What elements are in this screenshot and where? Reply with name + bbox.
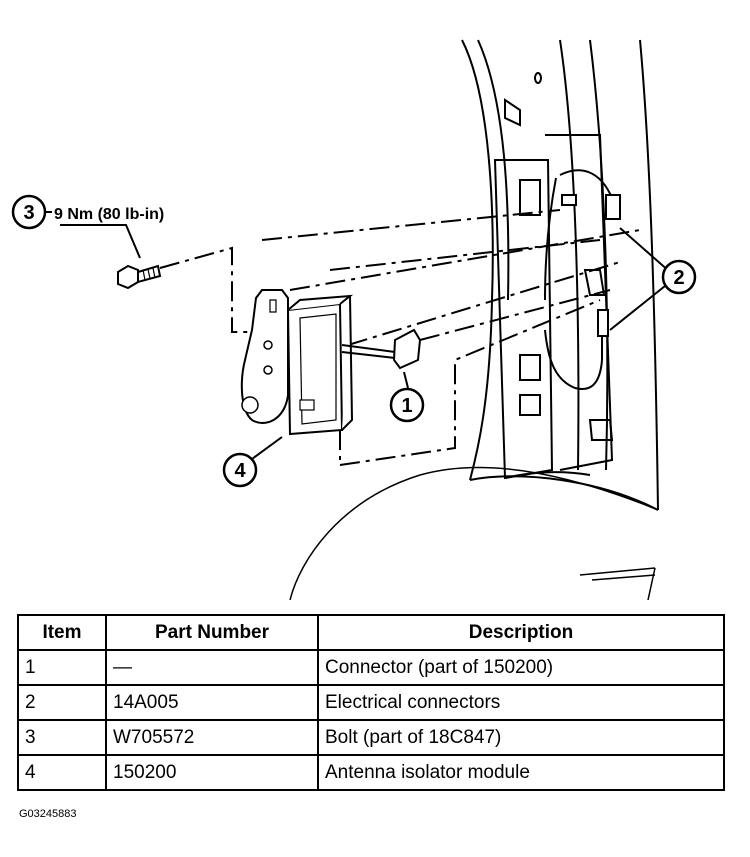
- cell-description: Connector (part of 150200): [317, 649, 725, 686]
- cell-description: Bolt (part of 18C847): [317, 719, 725, 756]
- cell-item: 4: [17, 754, 107, 791]
- cell-part-number: W705572: [105, 719, 319, 756]
- antenna-isolator-module: [240, 289, 354, 436]
- torque-spec: 9 Nm (80 lb-in): [54, 206, 164, 223]
- bolt: [117, 264, 162, 290]
- exploded-view-diagram: 3 9 Nm (80 lb-in) 2 1 4: [11, 39, 697, 601]
- cell-item: 2: [17, 684, 107, 721]
- cell-description: Electrical connectors: [317, 684, 725, 721]
- cell-item: 1: [17, 649, 107, 686]
- callout-1: 1: [389, 387, 425, 423]
- parts-table: Item Part Number Description 1 — Connect…: [17, 614, 725, 791]
- trim-panel-outline: [289, 466, 659, 601]
- leader-lines: [60, 224, 671, 460]
- header-part-number: Part Number: [105, 614, 319, 651]
- table-row: 1 — Connector (part of 150200): [17, 649, 725, 686]
- callout-4: 4: [222, 452, 258, 488]
- svg-text:4: 4: [234, 460, 246, 482]
- figure-code: G03245883: [19, 808, 77, 820]
- vehicle-body-pillar: [461, 39, 659, 511]
- table-header-row: Item Part Number Description: [17, 614, 725, 651]
- table-row: 4 150200 Antenna isolator module: [17, 754, 725, 791]
- svg-text:1: 1: [401, 395, 412, 417]
- cell-item: 3: [17, 719, 107, 756]
- header-item: Item: [17, 614, 107, 651]
- cell-description: Antenna isolator module: [317, 754, 725, 791]
- cell-part-number: 150200: [105, 754, 319, 791]
- module-connector: [341, 328, 422, 370]
- cell-part-number: 14A005: [105, 684, 319, 721]
- callout-2: 2: [661, 259, 697, 295]
- table-row: 2 14A005 Electrical connectors: [17, 684, 725, 721]
- alignment-lines: [159, 209, 641, 466]
- svg-text:3: 3: [23, 202, 34, 224]
- svg-text:2: 2: [673, 267, 684, 289]
- callout-3: 3 9 Nm (80 lb-in): [11, 194, 164, 230]
- table-row: 3 W705572 Bolt (part of 18C847): [17, 719, 725, 756]
- cell-part-number: —: [105, 649, 319, 686]
- header-description: Description: [317, 614, 725, 651]
- electrical-connectors: [561, 194, 621, 337]
